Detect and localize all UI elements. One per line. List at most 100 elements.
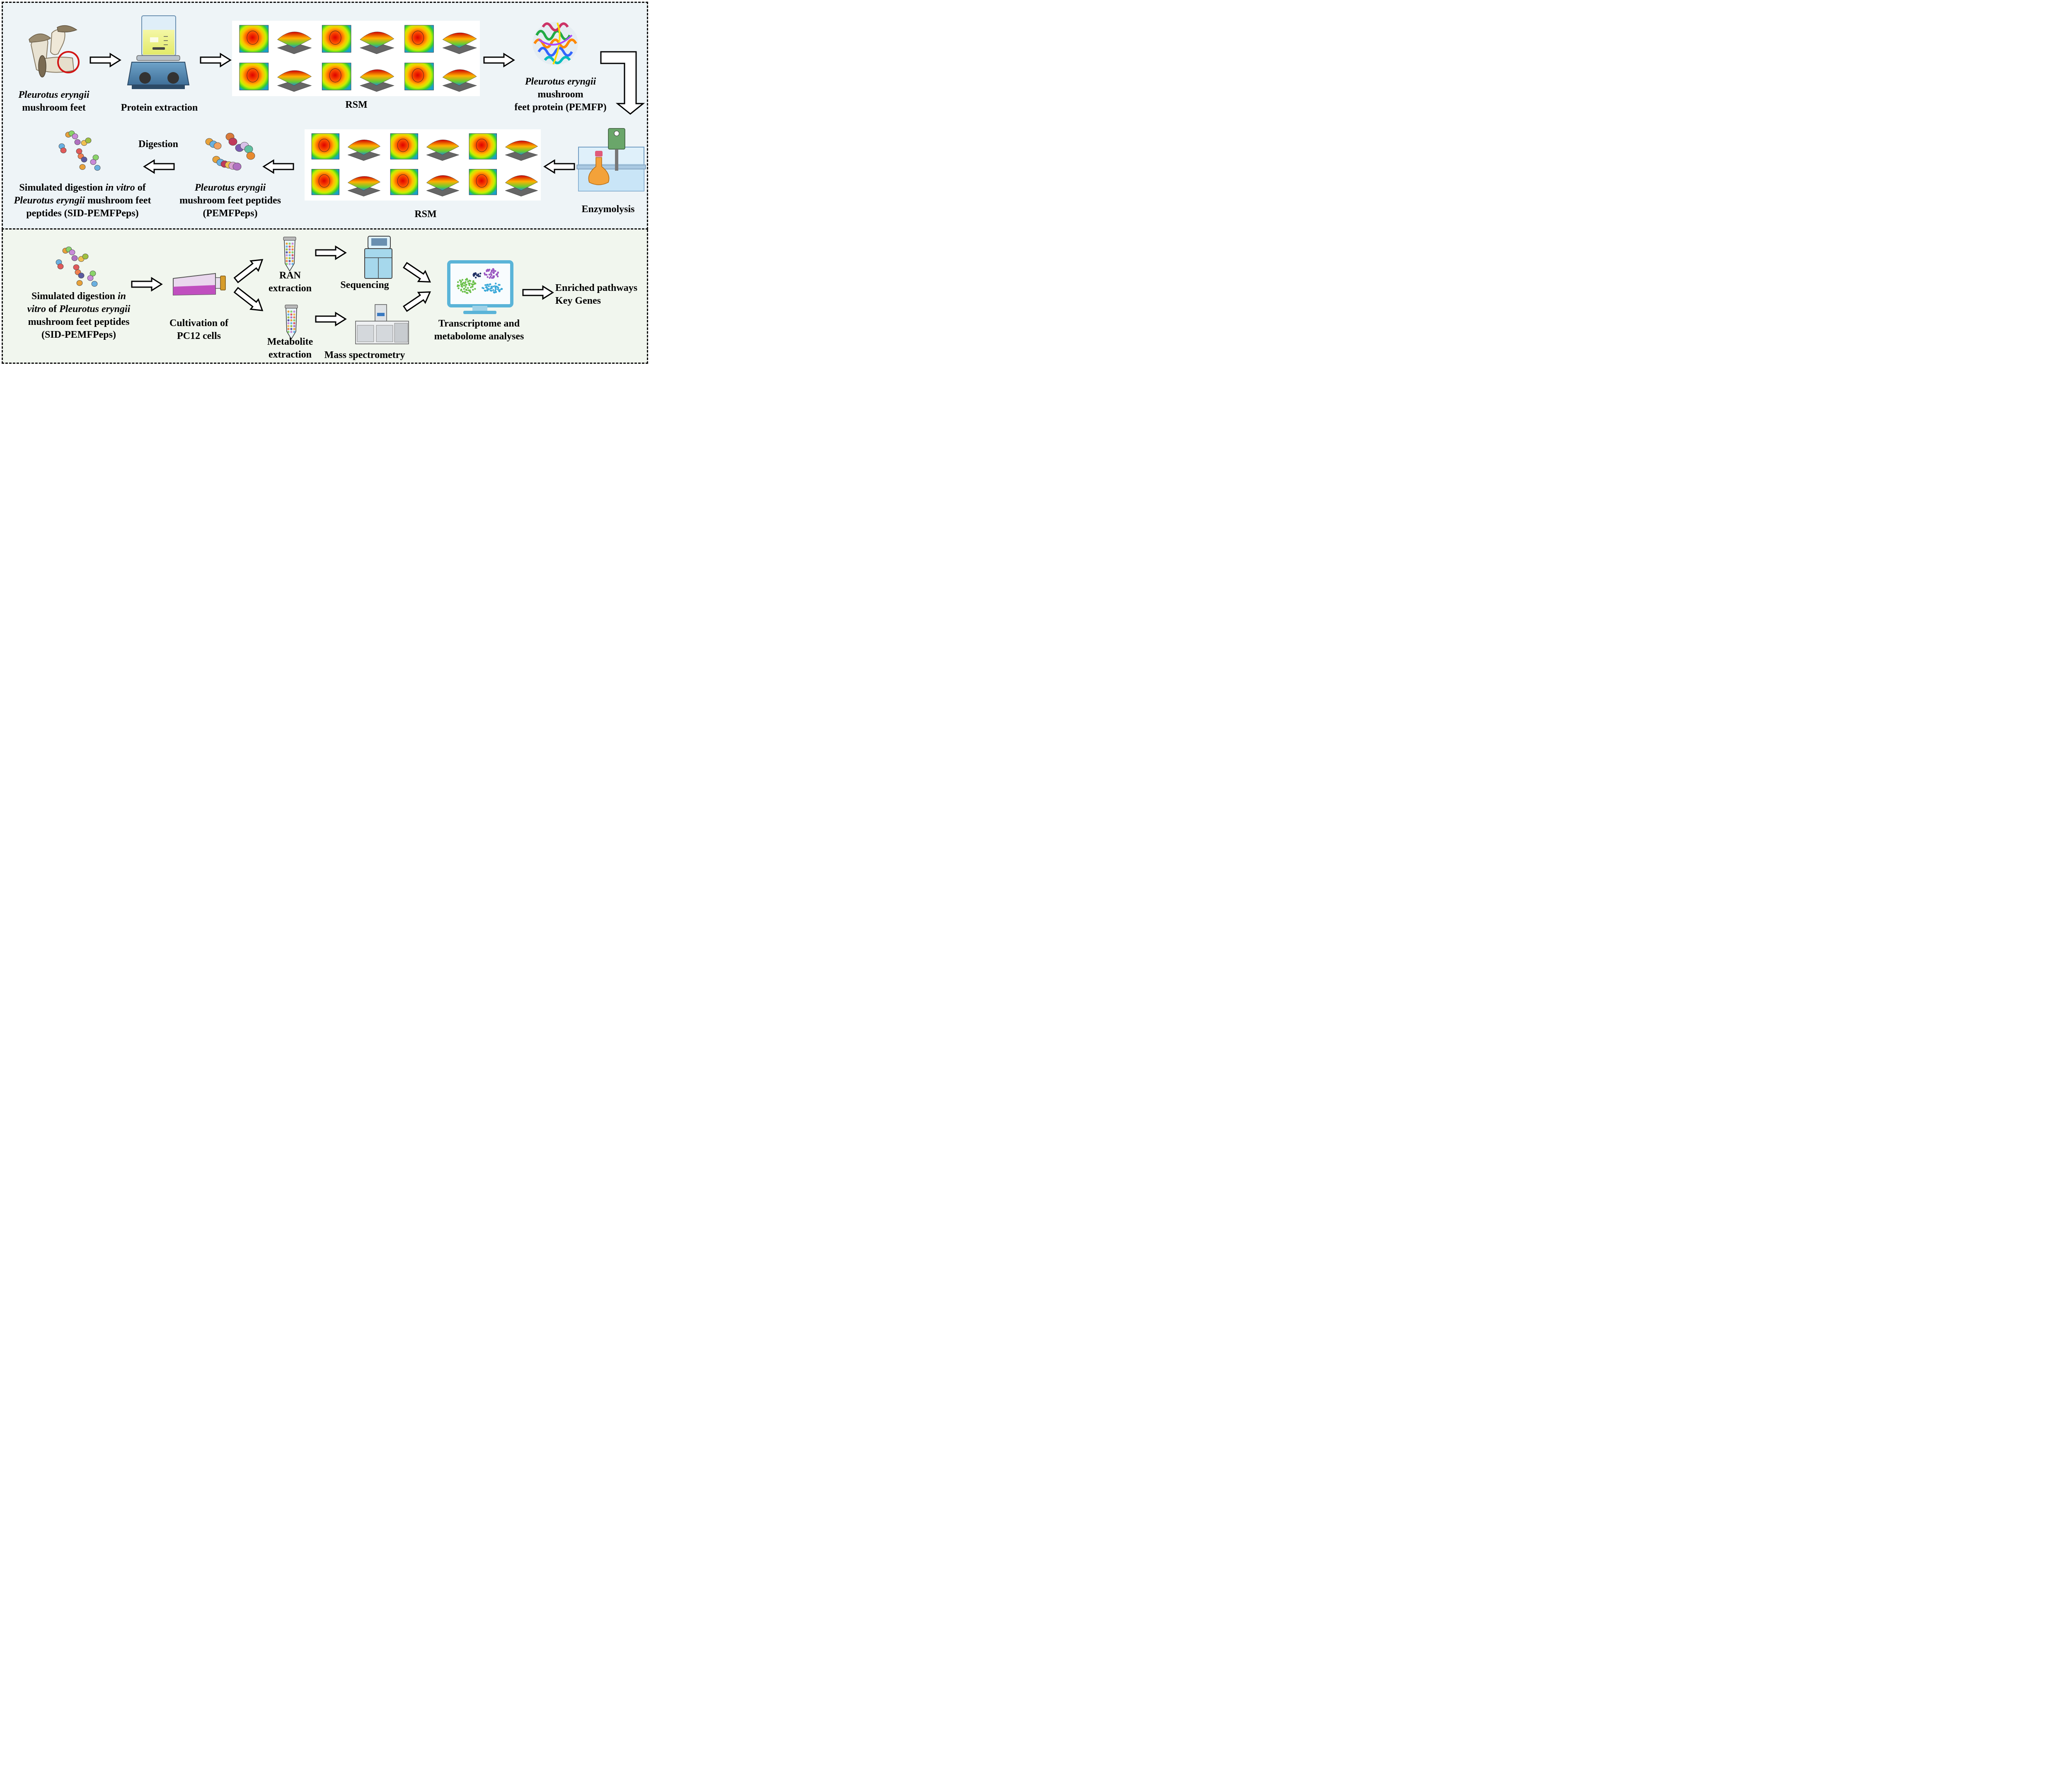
arrow-cultivation-to-rna <box>233 259 264 283</box>
peptide-bead <box>78 273 85 278</box>
rsm-contour-plot <box>239 25 269 53</box>
scatter-point <box>489 283 491 285</box>
sid-label-top-line2a: Pleurotus eryngii <box>14 195 85 206</box>
analyses-label: Transcriptome and metabolome analyses <box>428 317 530 343</box>
scatter-point <box>465 288 467 291</box>
rsm-background <box>305 129 541 201</box>
sid-label-bottom-line4: (SID-PEMFPeps) <box>41 329 116 340</box>
computer-monitor <box>447 260 513 314</box>
scatter-point <box>465 286 467 288</box>
rsm-contour-plot <box>469 169 497 195</box>
tube-content-dot <box>293 322 295 324</box>
water-bath <box>576 128 646 191</box>
mass-spectrometry-label: Mass spectrometry <box>324 350 405 360</box>
scatter-point <box>492 285 494 288</box>
pemfp-label-species: Pleurotus eryngii <box>525 76 596 87</box>
rsm-surface-plot <box>347 140 380 155</box>
pemfpeps-label-line2: mushroom feet peptides <box>179 195 281 206</box>
peptide-bead <box>76 280 83 286</box>
scatter-point <box>488 268 491 271</box>
tube-content-dot <box>286 248 288 251</box>
result-line2: Key Genes <box>555 295 601 306</box>
scatter-point <box>493 272 495 274</box>
peptide-bead <box>71 255 78 261</box>
rsm-surface-plot <box>442 32 477 48</box>
arrow-extraction-to-rsm <box>200 53 232 68</box>
rsm-contour-line <box>318 138 330 152</box>
rsm-grid-2 <box>305 129 541 201</box>
scatter-point <box>484 273 486 276</box>
tube-content-dot <box>287 316 290 319</box>
tube-content-dot <box>288 257 291 259</box>
peptide-bead <box>232 162 242 171</box>
arrow-enzymolysis-to-rsm <box>543 159 575 174</box>
scatter-point <box>495 291 497 293</box>
sid-label-top-line1a: Simulated digestion <box>19 182 103 193</box>
arrow-mushroom-to-extraction <box>90 53 121 68</box>
peptide-bead <box>246 152 255 160</box>
tube-content-dot <box>286 245 288 248</box>
scatter-point <box>474 276 477 279</box>
scatter-point <box>472 289 474 291</box>
tube-content-dot <box>293 331 295 333</box>
tube-content-dot <box>288 245 291 248</box>
tube-content-dot <box>287 310 290 313</box>
pemfpeps-label: Pleurotus eryngii mushroom feet peptides… <box>173 181 287 220</box>
tube-content-dot <box>288 248 291 251</box>
peptides-cluster-sid <box>58 131 101 171</box>
scatter-point <box>492 276 494 278</box>
scatter-point <box>474 283 477 285</box>
peptide-bead <box>79 164 86 170</box>
scatter-point <box>484 289 486 292</box>
scatter-point <box>457 285 459 287</box>
rsm-contour-plot <box>404 25 434 53</box>
tube-content-dot <box>288 251 291 254</box>
scatter-point <box>473 273 475 275</box>
sequencer-machine <box>364 236 392 279</box>
metabolite-line2: extraction <box>269 349 312 360</box>
scatter-point <box>491 270 493 273</box>
arrow-pemfpeps-to-sid <box>262 159 294 174</box>
protein-extraction-label: Protein extraction <box>121 102 198 113</box>
rsm-contour-line <box>397 138 409 152</box>
tube-content-dot <box>287 319 290 322</box>
tube-content-dot <box>286 257 288 259</box>
rsm-surface-plot <box>426 175 459 191</box>
result-label: Enriched pathways Key Genes <box>555 282 647 307</box>
scatter-point <box>464 290 466 293</box>
scatter-point <box>494 285 496 287</box>
scatter-point <box>472 285 474 288</box>
cluster-scatter <box>457 268 503 294</box>
mushroom-illustration <box>29 25 77 77</box>
peptide-bead <box>228 138 237 146</box>
scatter-point <box>491 277 493 279</box>
rsm-contour-plot <box>390 169 418 195</box>
scatter-point <box>487 283 489 286</box>
scatter-point <box>496 286 499 288</box>
metabolite-line1: Metabolite <box>267 336 313 347</box>
metabolite-tube <box>285 305 298 340</box>
result-line1: Enriched pathways <box>555 283 638 293</box>
scatter-point <box>486 274 488 276</box>
peptide-bead <box>94 165 101 171</box>
peptide-bead <box>213 142 222 150</box>
scatter-point <box>487 276 489 278</box>
scatter-point <box>492 289 494 291</box>
tube-content-dot <box>290 313 293 316</box>
magnetic-stirrer-beaker <box>127 15 190 89</box>
rsm-contour-plot <box>322 25 351 53</box>
peptide-bead <box>91 281 98 287</box>
scatter-point <box>497 272 499 274</box>
tube-content-dot <box>290 322 293 324</box>
sequencing-label: Sequencing <box>340 280 389 290</box>
scatter-point <box>477 273 479 276</box>
peptide-bead <box>244 145 253 153</box>
scatter-point <box>474 272 477 274</box>
arrow-rna-to-sequencing <box>315 245 347 260</box>
peptide-bead <box>72 133 78 139</box>
tube-content-dot <box>293 310 295 313</box>
scatter-point <box>468 284 470 286</box>
scatter-point <box>461 283 464 285</box>
scatter-point <box>486 289 489 291</box>
tube-content-dot <box>293 319 295 322</box>
